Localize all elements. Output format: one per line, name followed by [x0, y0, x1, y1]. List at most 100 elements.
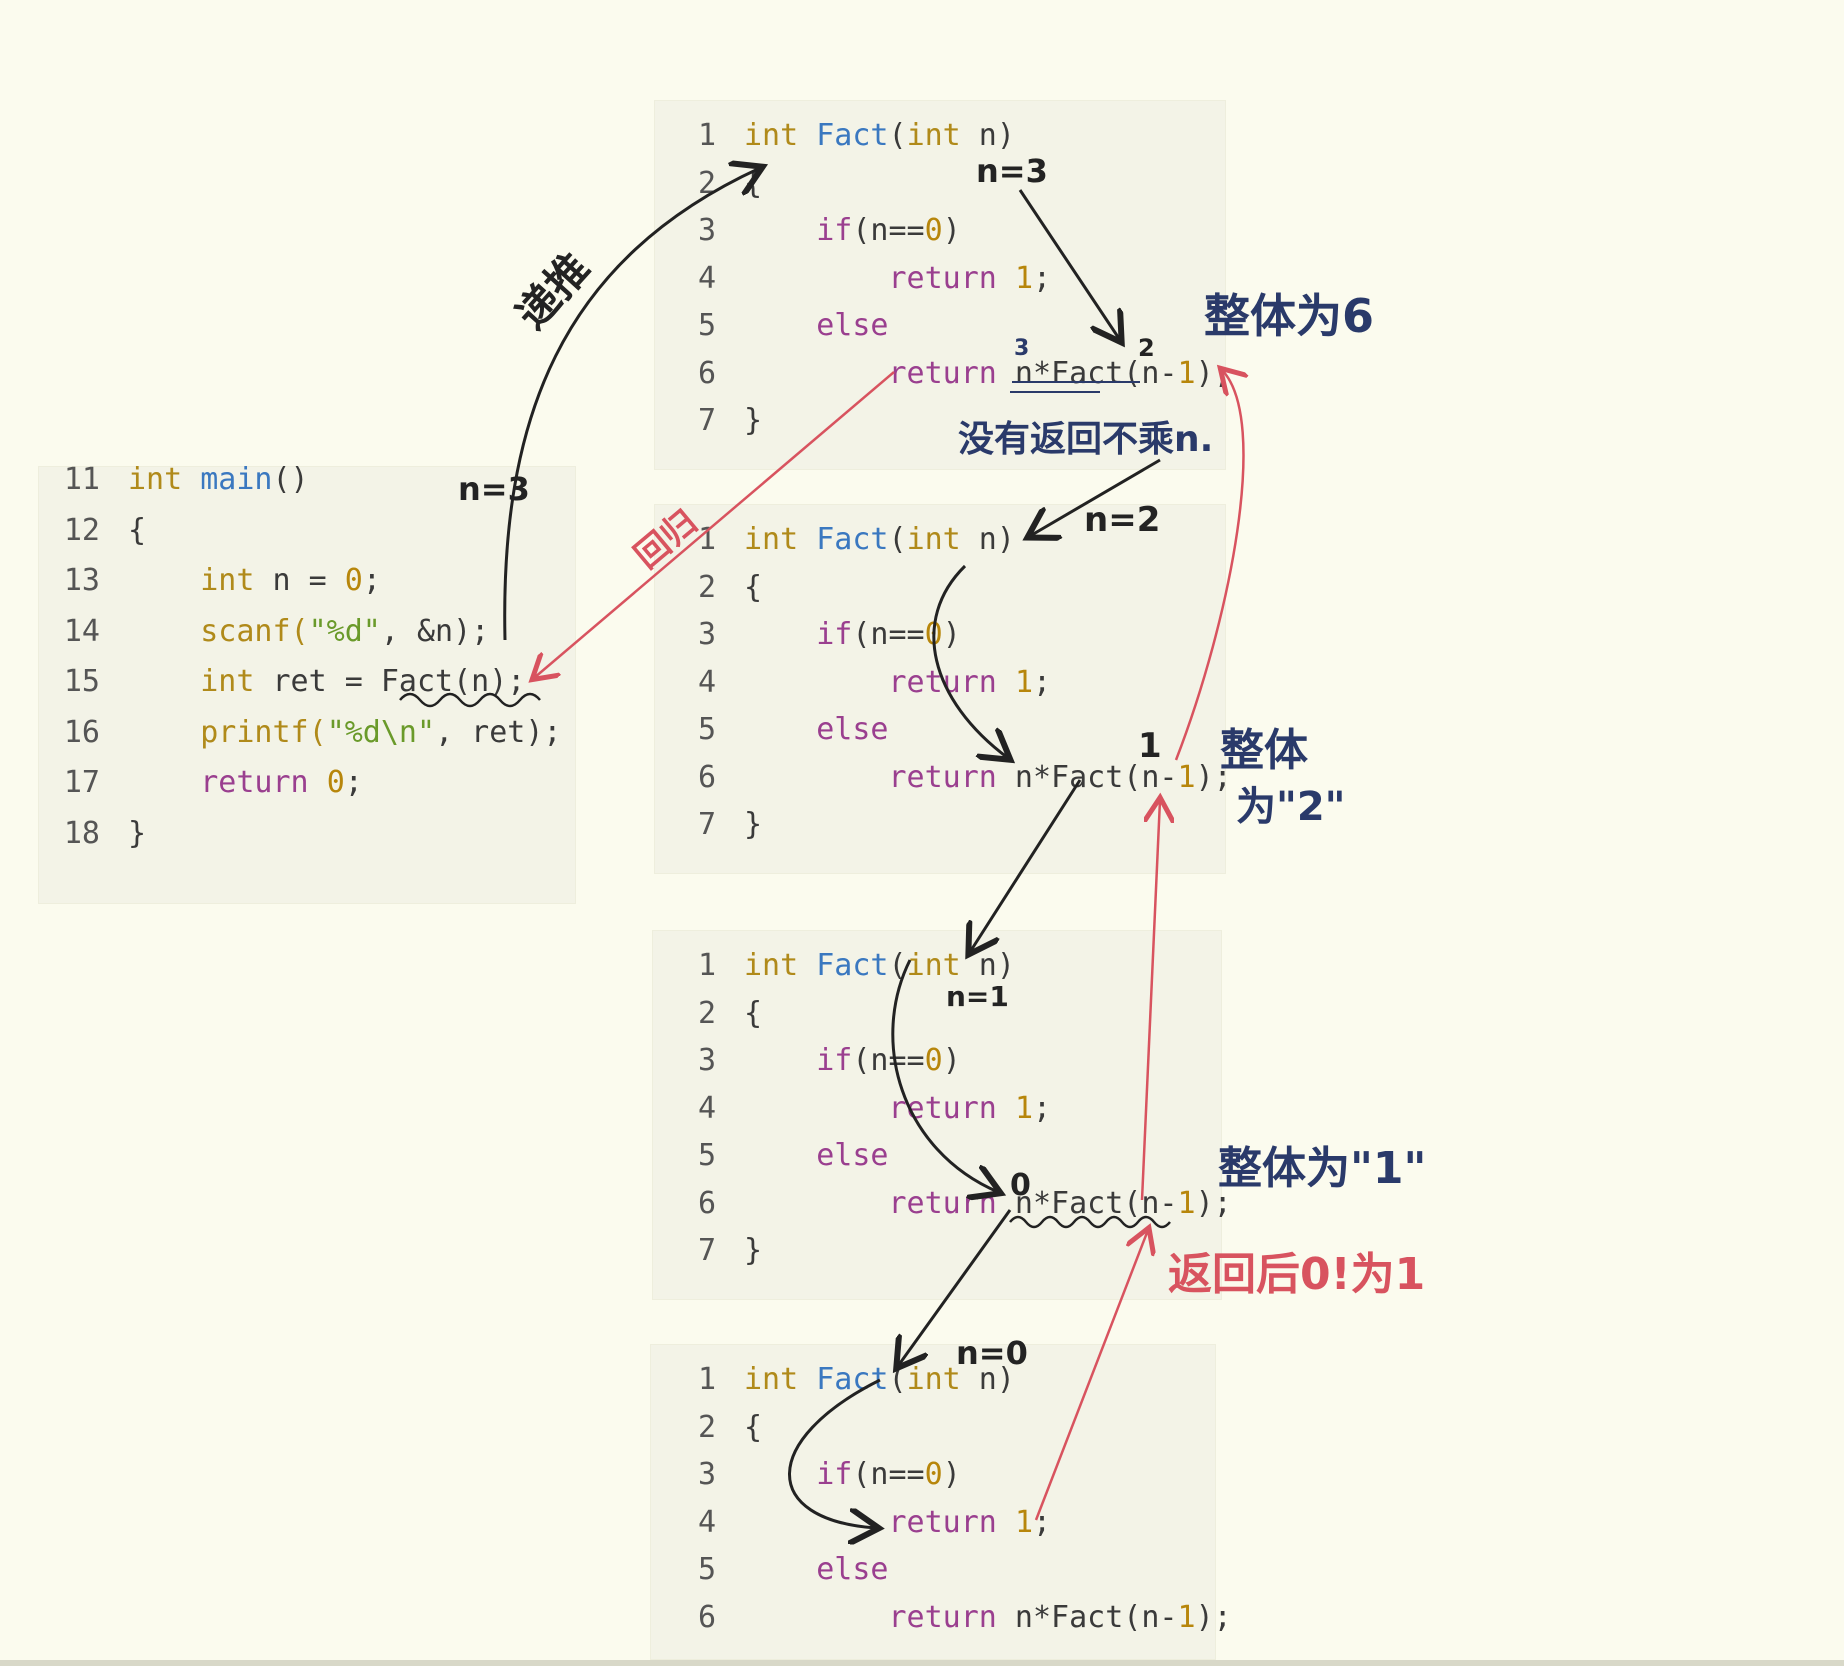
- code-line: 6 return n*Fact(n-1);: [664, 1186, 1232, 1222]
- code-token: 0: [924, 213, 943, 248]
- code-token: 1: [1014, 1504, 1033, 1540]
- code-line: 4 return 1;: [664, 1091, 1051, 1127]
- code-line: 7}: [664, 807, 762, 843]
- code-token: int: [906, 948, 961, 983]
- code-line: 14 scanf("%d", &n);: [48, 614, 489, 650]
- line-number: 1: [697, 118, 716, 153]
- code-token: [997, 1505, 1015, 1540]
- annotation-mark-3: 3: [1014, 336, 1030, 361]
- annotation-returned-0fact: 返回后0!为1: [1168, 1249, 1426, 1300]
- annotation-mark-0: 0: [1010, 1168, 1031, 1203]
- code-token: );: [1195, 759, 1232, 795]
- code-token: (: [888, 1362, 907, 1397]
- line-number: 7: [697, 403, 716, 438]
- line-number: 18: [63, 815, 100, 851]
- line-number: 7: [697, 807, 716, 842]
- code-token: 0: [924, 617, 943, 652]
- code-token: n*Fact(n-: [996, 1599, 1178, 1635]
- line-number: 2: [697, 569, 716, 605]
- code-token: n): [960, 948, 1015, 983]
- code-token: {: [744, 995, 763, 1031]
- code-token: ;: [1033, 664, 1052, 700]
- code-token: return: [744, 1185, 997, 1221]
- line-number: 4: [697, 1090, 716, 1126]
- code-token: "%d": [308, 613, 381, 649]
- line-number: 1: [697, 948, 716, 983]
- code-line: 2{: [664, 1410, 762, 1446]
- code-line: 2{: [664, 570, 762, 606]
- code-token: (n==: [852, 1043, 925, 1078]
- code-token: n): [960, 1362, 1015, 1397]
- code-token: else: [744, 1138, 889, 1173]
- code-token: ;: [1033, 1090, 1052, 1126]
- code-token: [997, 261, 1015, 296]
- code-token: [798, 118, 816, 153]
- code-token: {: [744, 569, 763, 605]
- code-token: ): [942, 1457, 961, 1492]
- line-number: 3: [697, 213, 716, 248]
- annotation-n1: n=1: [946, 980, 1009, 1013]
- code-token: Fact: [816, 1362, 889, 1397]
- code-line: 3 if(n==0): [664, 617, 961, 653]
- code-token: 0: [326, 765, 345, 800]
- line-number: 2: [697, 165, 716, 201]
- line-number: 6: [697, 759, 716, 795]
- code-line: 5 else: [664, 308, 889, 344]
- code-token: 1: [1177, 1599, 1196, 1635]
- code-token: ret = Fact(n);: [254, 664, 526, 699]
- code-token: [798, 522, 816, 557]
- code-token: ;: [362, 563, 381, 598]
- line-number: 5: [697, 308, 716, 343]
- bottom-edge: [0, 1660, 1844, 1666]
- code-token: return: [744, 759, 997, 795]
- code-token: 0: [924, 1457, 943, 1492]
- code-token: else: [744, 712, 889, 747]
- annotation-mark-1: 1: [1138, 726, 1162, 766]
- code-token: else: [744, 308, 889, 343]
- code-token: ): [942, 1043, 961, 1078]
- code-token: {: [128, 512, 147, 548]
- code-token: {: [744, 1409, 763, 1445]
- annotation-n0: n=0: [956, 1334, 1028, 1372]
- line-number: 6: [697, 355, 716, 391]
- line-number: 14: [63, 613, 100, 649]
- line-number: 6: [697, 1599, 716, 1635]
- code-token: 1: [1177, 355, 1196, 391]
- annotation-whole-6: 整体为6: [1204, 289, 1375, 343]
- annotation-no-return: 没有返回不乘n.: [958, 419, 1214, 460]
- code-token: [309, 765, 327, 800]
- line-number: 11: [63, 462, 100, 497]
- code-token: ;: [1033, 1504, 1052, 1540]
- code-token: [997, 665, 1015, 700]
- code-token: , &n);: [380, 613, 490, 649]
- code-token: [997, 1091, 1015, 1126]
- code-token: [798, 1362, 816, 1397]
- code-token: 1: [1177, 759, 1196, 795]
- code-token: int: [906, 522, 961, 557]
- line-number: 2: [697, 995, 716, 1031]
- annotation-mark-2: 2: [1138, 334, 1155, 362]
- code-token: (n==: [852, 1457, 925, 1492]
- code-token: n =: [254, 563, 345, 598]
- code-line: 4 return 1;: [664, 261, 1051, 297]
- code-line: 5 else: [664, 1552, 889, 1588]
- code-token: int: [744, 522, 799, 557]
- annotation-recursion-down: 递推: [506, 243, 600, 339]
- code-token: if: [744, 1457, 853, 1492]
- line-number: 4: [697, 260, 716, 296]
- code-token: 0: [344, 563, 363, 598]
- code-token: ): [942, 213, 961, 248]
- code-line: 16 printf("%d\n", ret);: [48, 715, 562, 751]
- code-token: );: [1195, 355, 1232, 391]
- code-token: return: [744, 1090, 997, 1126]
- code-token: 1: [1014, 1090, 1033, 1126]
- code-token: else: [744, 1552, 889, 1587]
- code-token: int: [128, 563, 255, 598]
- code-line: 5 else: [664, 1138, 889, 1174]
- code-token: }: [128, 815, 147, 851]
- code-token: n): [960, 522, 1015, 557]
- line-number: 6: [697, 1185, 716, 1221]
- code-token: if: [744, 617, 853, 652]
